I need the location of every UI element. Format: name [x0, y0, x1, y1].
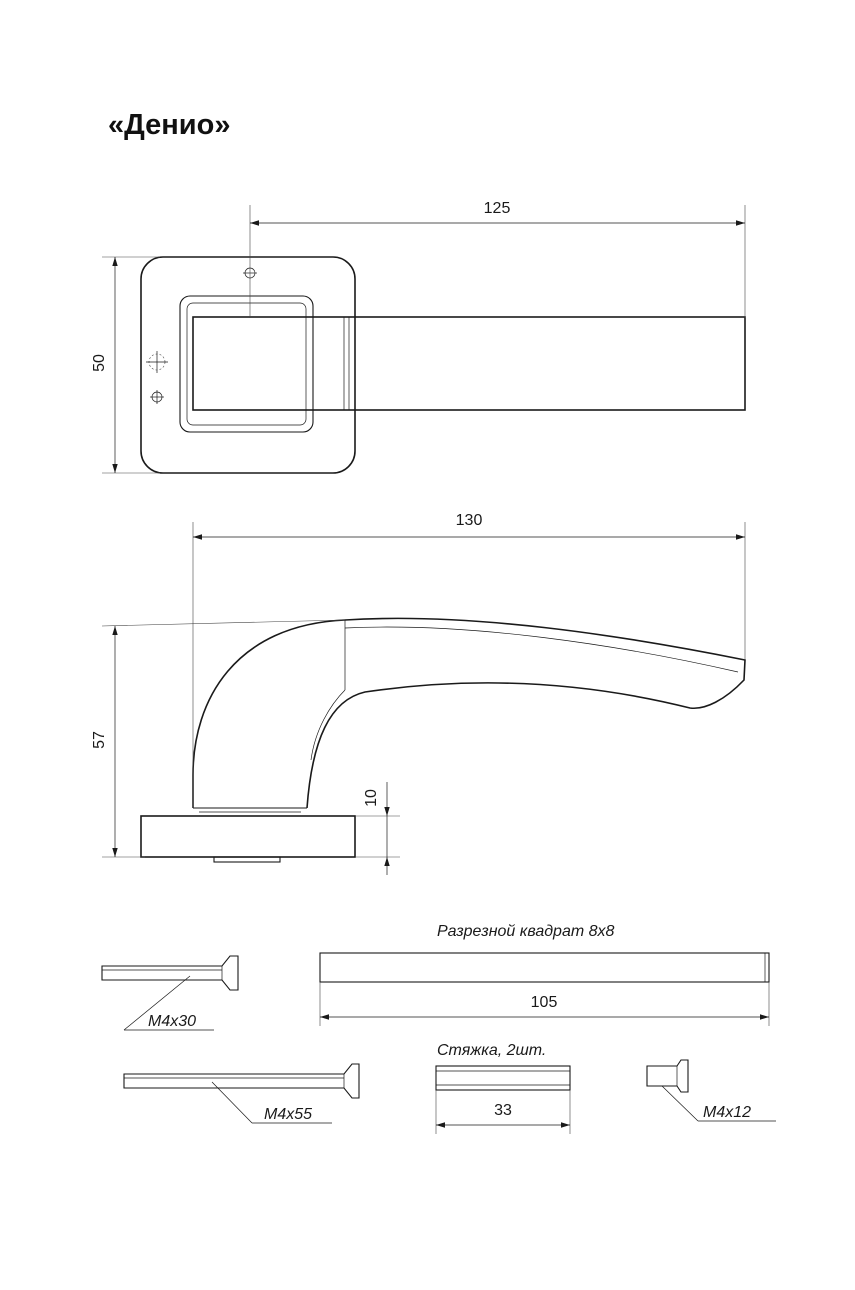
rosette-outline: [140, 256, 356, 474]
spindle-hole: [146, 351, 168, 373]
top-view: 125 50: [91, 200, 746, 474]
spindle-label: Разрезной квадрат 8х8: [437, 923, 615, 940]
dimension-label-50: 50: [91, 354, 108, 372]
rosette-inner-square-2: [186, 302, 307, 426]
rosette-inner-square: [179, 295, 314, 433]
leader-line: [661, 1085, 699, 1122]
dimension-label-10: 10: [363, 789, 380, 807]
dimension-label-125: 125: [484, 200, 511, 217]
connector-sleeve: Стяжка, 2шт. 33: [435, 1042, 571, 1134]
lever-side-outline: [192, 617, 746, 809]
spindle-square: Разрезной квадрат 8х8 105: [319, 923, 770, 1026]
product-title: «Денио»: [108, 109, 230, 141]
screw-m4x30-label: М4х30: [148, 1013, 196, 1030]
dimension-label-130: 130: [456, 512, 483, 529]
lever-top-outline: [192, 316, 746, 411]
dimension-label-57: 57: [91, 731, 108, 749]
screw-m4x55: М4х55: [123, 1063, 360, 1124]
connector-outline: [435, 1065, 571, 1091]
dimension-label-33: 33: [494, 1102, 512, 1119]
screw-m4x30: М4х30: [101, 955, 239, 1031]
screw-hole: [150, 390, 164, 404]
leader-line: [211, 1081, 253, 1124]
dimension-label-105: 105: [531, 994, 558, 1011]
connector-label: Стяжка, 2шт.: [437, 1042, 546, 1059]
screw-m4x55-label: М4х55: [264, 1106, 312, 1123]
side-view: 130 57 10: [91, 512, 746, 875]
rosette-side-outline: [140, 815, 356, 858]
leader-line: [123, 975, 191, 1031]
screw-m4x12: М4х12: [646, 1059, 776, 1122]
spindle-stub: [213, 856, 281, 863]
spindle-outline: [319, 952, 770, 983]
screw-m4x12-label: М4х12: [703, 1104, 751, 1121]
